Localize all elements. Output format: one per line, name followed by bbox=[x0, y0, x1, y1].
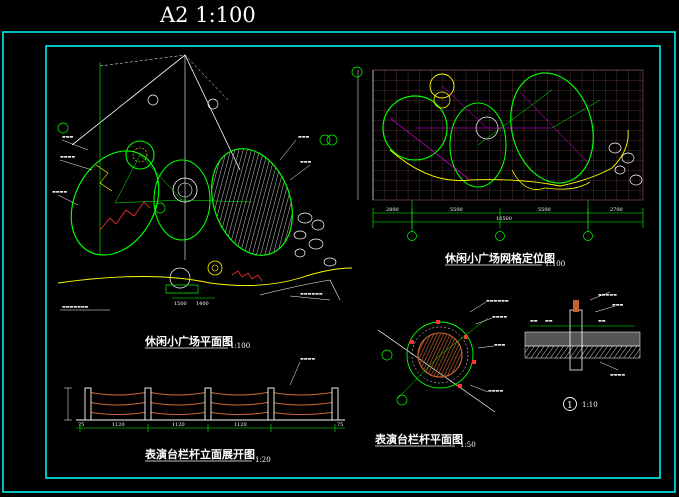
svg-text:▬▬: ▬▬ bbox=[598, 318, 606, 323]
svg-text:▬▬▬▬: ▬▬▬▬ bbox=[300, 356, 315, 361]
plan-dim-2: 1400 bbox=[196, 301, 209, 307]
plan-scale: 1:100 bbox=[230, 342, 250, 350]
svg-text:▬▬▬▬: ▬▬▬▬ bbox=[492, 314, 507, 319]
sheet-frame bbox=[2, 31, 676, 493]
svg-text:▬▬: ▬▬ bbox=[545, 318, 553, 323]
grid-dim-total: 16500 bbox=[496, 216, 512, 222]
elev-dim-3: 1120 bbox=[172, 422, 185, 428]
svg-text:▬▬▬: ▬▬▬ bbox=[62, 134, 74, 139]
elevation-title: 表演台栏杆立面展开图 bbox=[144, 447, 255, 461]
detail-section: ▬▬▬▬▬▬▬▬▬▬▬▬ ▬▬▬▬▬▬ bbox=[524, 291, 641, 411]
elev-dim-2: 1120 bbox=[112, 422, 125, 428]
svg-text:▬▬▬▬▬: ▬▬▬▬▬ bbox=[598, 292, 617, 297]
svg-text:▬▬▬▬: ▬▬▬▬ bbox=[60, 154, 75, 159]
svg-text:▬▬▬▬: ▬▬▬▬ bbox=[610, 372, 625, 377]
grid-dim-1: 2800 bbox=[386, 207, 399, 213]
grid-plan-scale: 1:100 bbox=[545, 260, 565, 268]
grid-layout-plan bbox=[326, 66, 644, 241]
svg-text:▬▬▬▬: ▬▬▬▬ bbox=[488, 388, 503, 393]
railing-plan: ▬▬▬▬▬▬▬▬▬▬ ▬▬▬▬▬▬▬ bbox=[377, 298, 509, 413]
grid-dim-4: 2700 bbox=[610, 207, 623, 213]
grid-dim-2: 5500 bbox=[450, 207, 463, 213]
svg-text:▬▬▬▬▬▬: ▬▬▬▬▬▬ bbox=[300, 291, 323, 296]
sheet-title: A2 1:100 bbox=[159, 3, 256, 27]
railing-plan-scale: 1:50 bbox=[460, 441, 476, 449]
elev-dim-5: 75 bbox=[337, 422, 343, 428]
plan-dimensions: 1500 1400 bbox=[172, 297, 215, 307]
plan-dim-1: 1500 bbox=[174, 301, 187, 307]
svg-text:▬▬▬▬▬▬: ▬▬▬▬▬▬ bbox=[486, 298, 509, 303]
grid-dim-3: 5500 bbox=[538, 207, 551, 213]
svg-text:▬▬▬▬: ▬▬▬▬ bbox=[52, 189, 67, 194]
svg-text:▬▬▬▬▬▬▬: ▬▬▬▬▬▬▬ bbox=[62, 304, 89, 309]
railing-elevation: ▬▬▬▬ bbox=[64, 356, 345, 432]
detail-number: 1 bbox=[567, 401, 573, 411]
grid-plan-title: 休闲小广场网格定位图 bbox=[444, 251, 555, 265]
svg-text:▬▬▬: ▬▬▬ bbox=[298, 134, 310, 139]
elevation-scale: 1:20 bbox=[255, 456, 271, 464]
svg-text:▬▬: ▬▬ bbox=[530, 318, 538, 323]
elevation-dimensions: 75 1120 1120 1120 75 bbox=[78, 422, 343, 428]
svg-text:▬▬▬: ▬▬▬ bbox=[300, 159, 312, 164]
svg-text:▬▬▬: ▬▬▬ bbox=[612, 302, 624, 307]
plan-title: 休闲小广场平面图 bbox=[144, 334, 233, 348]
detail-scale: 1:10 bbox=[582, 401, 598, 409]
elev-dim-1: 75 bbox=[78, 422, 84, 428]
elev-dim-4: 1120 bbox=[234, 422, 247, 428]
grid-dimensions: 2800 5500 5500 2700 16500 bbox=[386, 207, 623, 222]
plaza-plan: ▬▬▬▬▬▬▬▬▬▬▬ ▬▬▬▬▬▬ ▬▬▬▬▬▬▬▬▬▬▬▬▬ bbox=[52, 54, 353, 311]
railing-plan-title: 表演台栏杆平面图 bbox=[374, 432, 463, 446]
svg-text:▬▬▬: ▬▬▬ bbox=[494, 342, 506, 347]
